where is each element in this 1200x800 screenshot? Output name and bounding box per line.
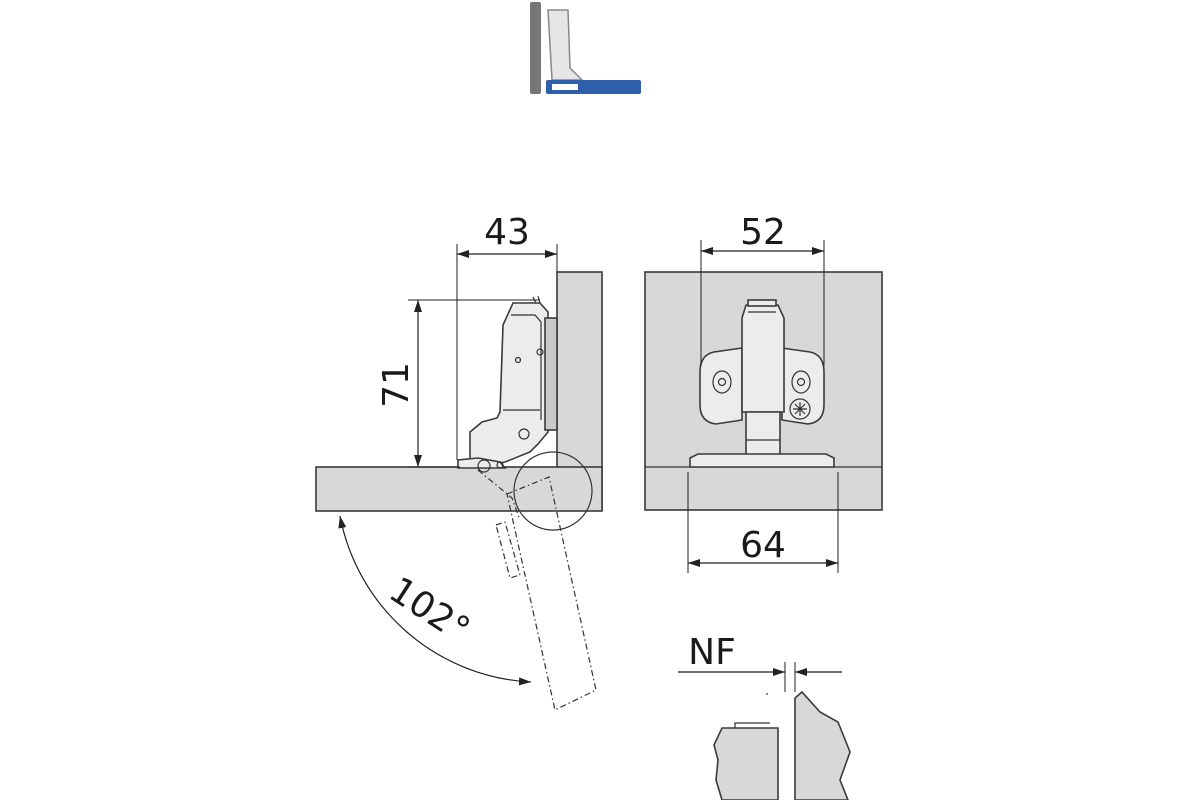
hinge-arm-front: [741, 304, 785, 413]
screw-slot-left: [712, 370, 732, 394]
door-panel: [315, 466, 603, 512]
dim-label-52: 52: [740, 212, 786, 253]
dim-label-71: 71: [376, 362, 417, 408]
hinge-cup: [457, 457, 507, 469]
nf-detail-view: NF: [678, 632, 851, 800]
front-view: 52 64: [644, 212, 883, 573]
icon-side-panel: [530, 2, 541, 94]
dim-label-64: 64: [740, 525, 786, 566]
angle-label-102: 102°: [382, 570, 477, 652]
detail-circle: [513, 451, 593, 531]
adjustment-screw-icon: [789, 398, 811, 420]
mounting-plate: [544, 317, 558, 431]
cup-plate-front: [689, 453, 835, 468]
screw-slot-right: [791, 370, 811, 394]
plate-wing-left: [699, 347, 743, 425]
pivot-screw: [518, 428, 530, 440]
dim-label-43: 43: [484, 212, 530, 253]
inset-mounting-icon: [530, 2, 641, 94]
hinge-arm: [469, 302, 549, 469]
plate-wing-right: [781, 347, 825, 425]
side-view: 43 71 102°: [315, 212, 603, 711]
icon-door-cup: [552, 84, 578, 90]
open-door-outline: [477, 469, 597, 711]
icon-hinge-arm: [547, 9, 584, 81]
arm-clip: [747, 299, 777, 307]
icon-door-panel: [546, 80, 641, 94]
nf-label: NF: [688, 632, 736, 673]
angle-arc-102: [338, 515, 532, 686]
nf-door-panel: [713, 727, 779, 800]
nf-side-panel: [794, 690, 851, 800]
